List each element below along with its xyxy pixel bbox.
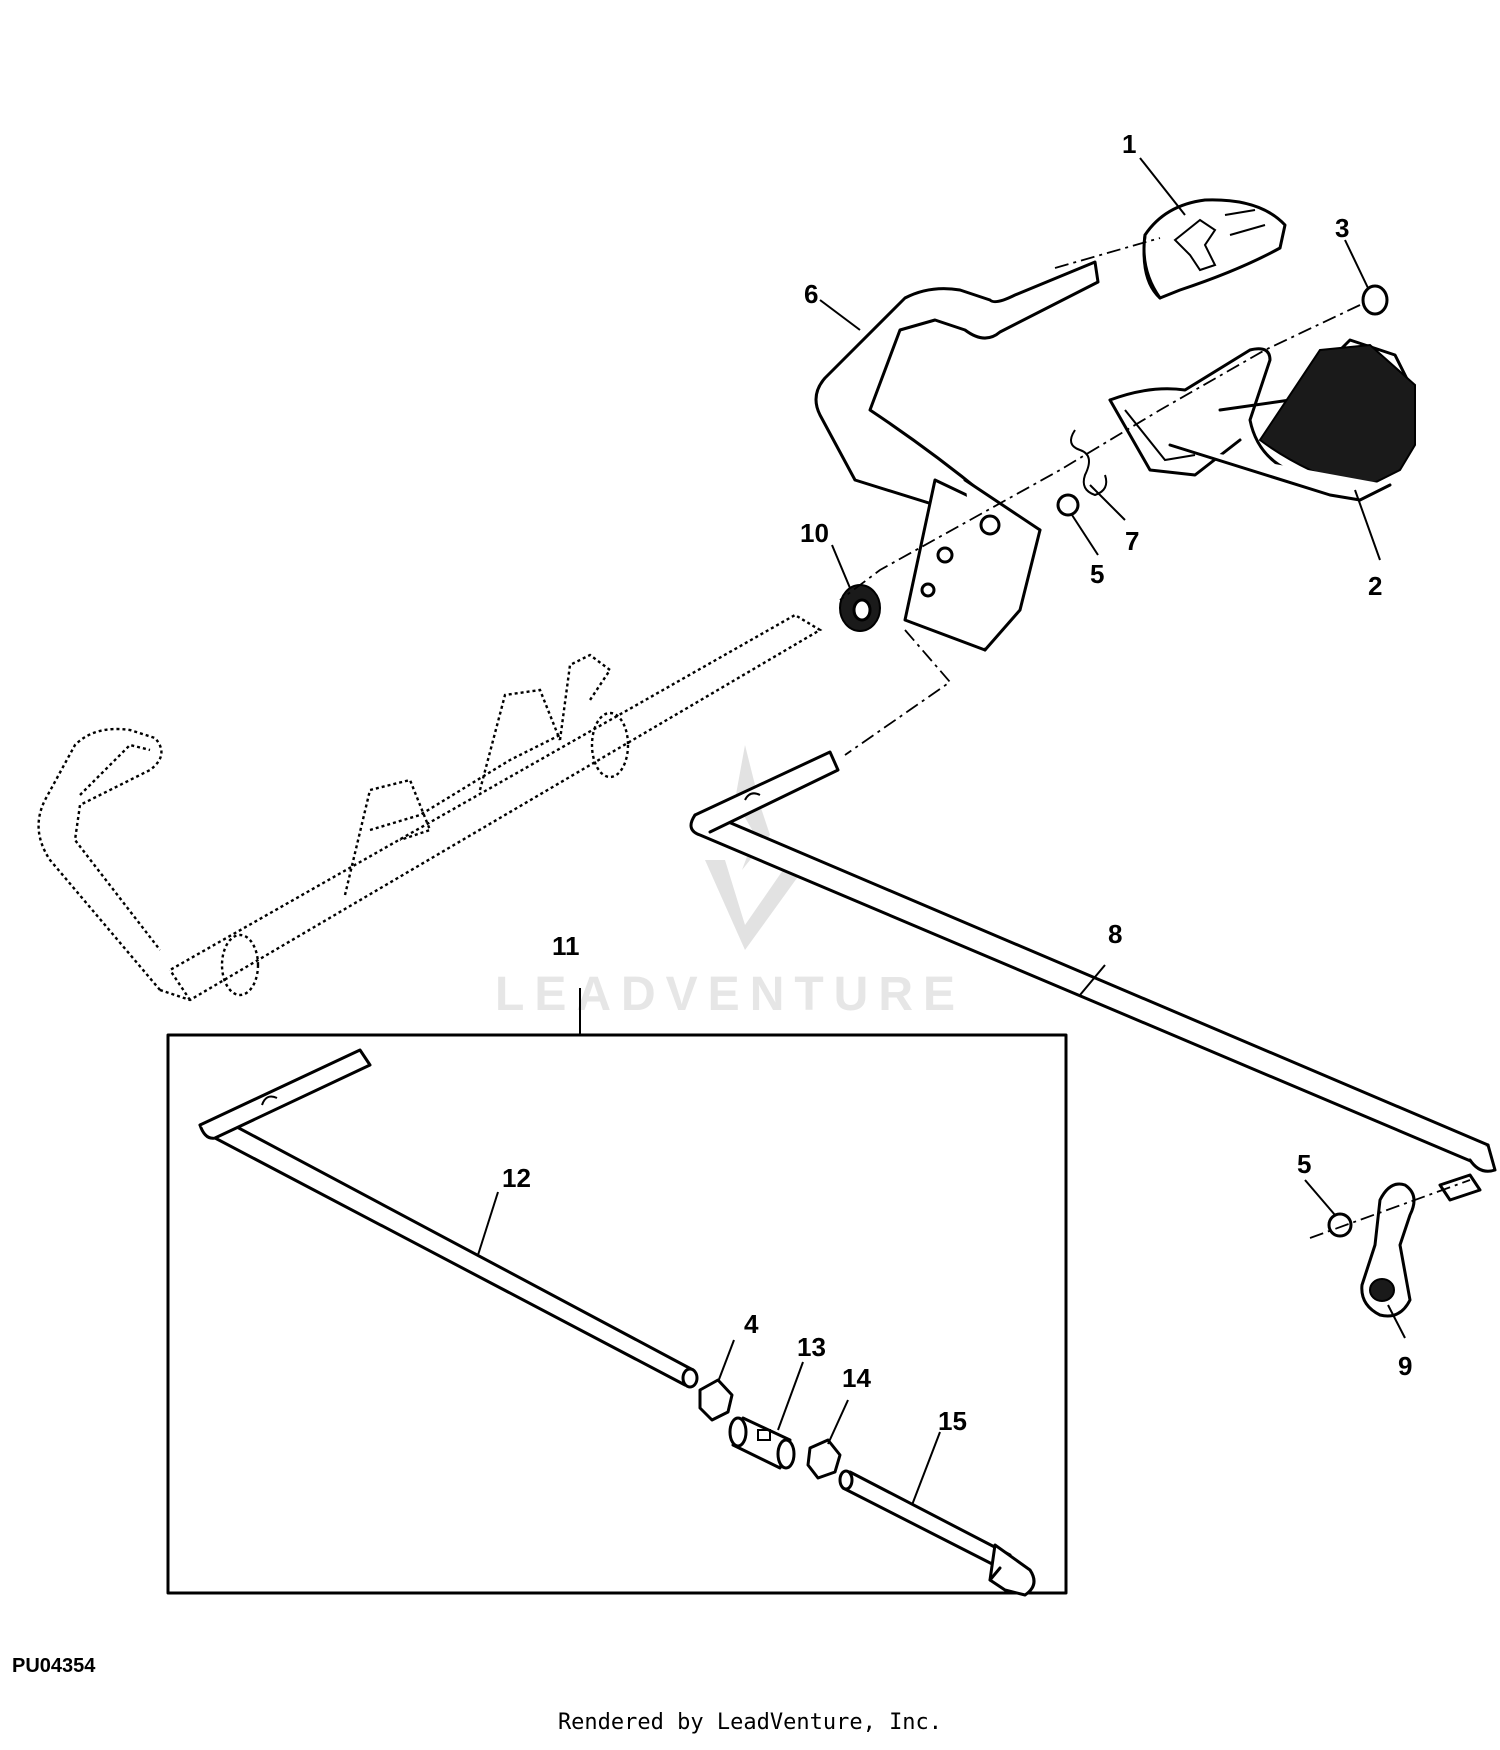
callout-14: 14 — [842, 1363, 871, 1393]
part-6-bracket — [903, 478, 1042, 652]
leader-lines — [477, 157, 1406, 1506]
part-9-lever — [1360, 1173, 1482, 1318]
callout-9: 9 — [1398, 1351, 1412, 1381]
callout-2: 2 — [1368, 571, 1382, 601]
centerline-3 — [844, 629, 952, 756]
watermark-logo: LEADVENTURE — [495, 745, 965, 1021]
callout-6: 6 — [804, 279, 818, 309]
part-10-bushing — [839, 584, 881, 632]
callout-4: 4 — [744, 1309, 759, 1339]
callout-13: 13 — [797, 1332, 826, 1362]
part-6-pedal-arm — [814, 260, 1100, 510]
part-5-clip-lower — [1327, 1212, 1353, 1238]
part-15-rod — [838, 1469, 1036, 1597]
phantom-lift-assembly — [37, 613, 823, 1002]
callout-5-top: 5 — [1090, 559, 1104, 589]
callout-8: 8 — [1108, 919, 1122, 949]
callout-5-lower: 5 — [1297, 1149, 1311, 1179]
part-11-kit-frame — [166, 1033, 1068, 1595]
callout-11: 11 — [552, 931, 580, 961]
part-2-pedal — [1108, 338, 1416, 502]
centerline-2 — [839, 304, 1361, 601]
figure-id: PU04354 — [12, 1655, 96, 1677]
part-8-rod — [689, 750, 1497, 1173]
centerline-4 — [1309, 1179, 1471, 1239]
callout-7: 7 — [1125, 526, 1139, 556]
watermark-text: LEADVENTURE — [495, 968, 965, 1021]
part-7-spring — [1070, 429, 1108, 497]
callout-15: 15 — [938, 1406, 967, 1436]
part-13-coupler — [728, 1416, 796, 1470]
part-5-clip-top — [1056, 493, 1080, 517]
footer-credit: Rendered by LeadVenture, Inc. — [557, 1710, 943, 1735]
centerline-1 — [1054, 237, 1161, 269]
part-14-nut — [806, 1438, 842, 1480]
part-12-rod — [198, 1048, 699, 1389]
part-1-pedal-pad — [1142, 198, 1287, 300]
callout-3: 3 — [1335, 213, 1349, 243]
part-3-washer — [1361, 284, 1389, 316]
callout-12: 12 — [502, 1163, 531, 1193]
callout-10: 10 — [800, 518, 829, 548]
callout-1: 1 — [1122, 129, 1136, 159]
